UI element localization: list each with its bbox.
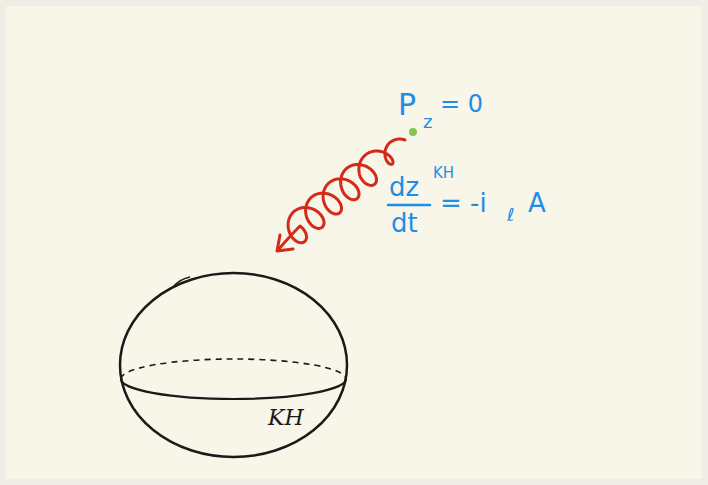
superscript: KH (433, 166, 454, 181)
equation-symbol: A (528, 190, 546, 216)
subscript: ℓ (507, 206, 514, 224)
equation-rhs: = -i (440, 190, 487, 216)
sphere-label: KH (268, 407, 304, 429)
subscript: z (423, 113, 432, 131)
fraction-numerator: dz (389, 174, 419, 200)
fraction-denominator: dt (391, 210, 418, 236)
paper-ground (6, 6, 702, 479)
point-dot (409, 128, 417, 136)
photon-wave (278, 139, 405, 250)
arrow-head (277, 235, 293, 251)
momentum-value: = 0 (440, 92, 483, 116)
momentum-symbol: P (398, 90, 416, 120)
sphere: KH (118, 271, 349, 459)
fraction-bar (388, 204, 430, 207)
sphere-outline (118, 271, 349, 459)
